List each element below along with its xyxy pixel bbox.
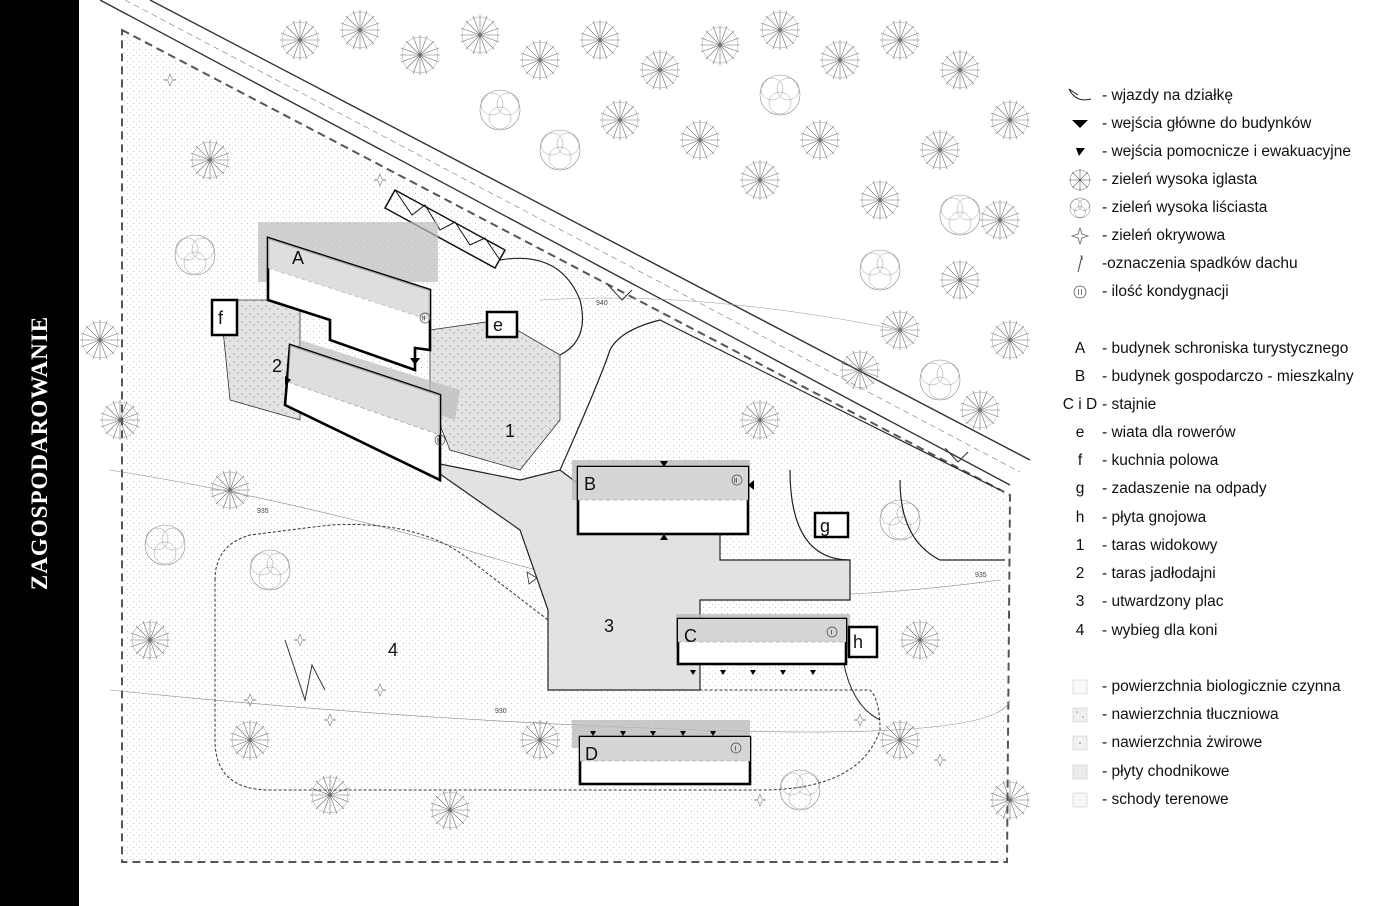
- legend-surface-crushed-stone: - nawierzchnia tłuczniowa: [1060, 704, 1279, 726]
- legend-key-3: 3- utwardzony plac: [1075, 593, 1224, 610]
- legend-key-cd: C i D- stajnie: [1062, 396, 1157, 413]
- svg-text:II: II: [422, 317, 426, 323]
- legend-key-4: 4- wybieg dla koni: [1075, 622, 1218, 639]
- site-plan: 940 935 935 930 A II II f e: [79, 0, 1031, 863]
- floor-count-icon: I: [826, 626, 838, 638]
- svg-text:I: I: [735, 747, 737, 753]
- floor-count-icon: II: [419, 312, 431, 324]
- legend-row-main-entrance: - wejścia główne do budynków: [1060, 113, 1311, 135]
- label-h: h: [853, 632, 863, 652]
- floor-count-icon: II: [434, 434, 446, 446]
- main-entrance-icon: [690, 670, 816, 675]
- label-building-c: C: [684, 626, 697, 646]
- building-a: [258, 222, 438, 372]
- legend-surface-gravel: - nawierzchnia żwirowe: [1060, 732, 1262, 754]
- paving-slab-swatch: [1060, 761, 1100, 783]
- conifer-tree-icon: [1060, 169, 1100, 191]
- label-building-a: A: [292, 248, 304, 268]
- building-b: [572, 460, 754, 540]
- label-area-1: 1: [505, 421, 515, 441]
- legend-row-deciduous: - zieleń wysoka liściasta: [1060, 197, 1267, 219]
- main-entrance-icon: [1060, 113, 1100, 135]
- building-c: [676, 614, 850, 675]
- terrain-stairs-swatch: [1060, 789, 1100, 811]
- contour-label-935b: 935: [975, 572, 987, 579]
- aux-entrance-icon: [1060, 141, 1100, 163]
- legend-key-e: e- wiata dla rowerów: [1075, 424, 1236, 441]
- legend-surface-stairs: - schody terenowe: [1060, 789, 1229, 811]
- gravel-swatch: [1060, 732, 1100, 754]
- legend-key-2: 2- taras jadłodajni: [1075, 565, 1216, 582]
- legend-row-conifer: - zieleń wysoka iglasta: [1060, 169, 1257, 191]
- deciduous-tree-icon: [1060, 197, 1100, 219]
- biological-surface-swatch: [1060, 676, 1100, 698]
- label-e: e: [493, 315, 503, 335]
- label-building-d: D: [585, 744, 598, 764]
- legend-key-g: g- zadaszenie na odpady: [1075, 480, 1267, 497]
- access-road: [559, 319, 1001, 491]
- label-f: f: [218, 308, 224, 328]
- crushed-stone-swatch: [1060, 704, 1100, 726]
- legend-row-floor-count: - ilość kondygnacji: [1060, 281, 1229, 303]
- contour-label-940: 940: [596, 300, 608, 307]
- legend-row-aux-entrance: - wejścia pomocnicze i ewakuacyjne: [1060, 141, 1351, 163]
- legend-key-a: A- budynek schroniska turystycznego: [1074, 340, 1349, 357]
- label-area-4: 4: [388, 640, 398, 660]
- legend-surface-biological: - powierzchnia biologicznie czynna: [1060, 676, 1341, 698]
- legend-row-ground-cover: - zieleń okrywowa: [1060, 225, 1225, 247]
- truss-structure: [383, 188, 507, 270]
- legend-key-f: f- kuchnia polowa: [1077, 452, 1219, 469]
- entry-arrow-icon: [526, 571, 538, 585]
- svg-text:II: II: [437, 439, 441, 445]
- side-title: ZAGOSPODAROWANIE: [27, 315, 52, 591]
- structure-h: [847, 625, 879, 659]
- floor-count-icon: II: [731, 474, 743, 486]
- ground-cover-icon: [1060, 225, 1100, 247]
- svg-text:II: II: [734, 479, 738, 485]
- entry-arrow-icon: [607, 284, 633, 301]
- label-area-2: 2: [272, 356, 282, 376]
- legend-surface-paving: - płyty chodnikowe: [1060, 761, 1230, 783]
- building-d: [572, 720, 752, 786]
- structure-f: [210, 298, 239, 337]
- legend-row-entry: - wjazdy na działkę: [1060, 85, 1233, 107]
- paddock-fence: [214, 523, 881, 791]
- roof-slope-icon: [1060, 253, 1100, 275]
- floor-count-icon: I: [730, 742, 742, 754]
- legend-row-roof-slope: -oznaczenia spadków dachu: [1060, 253, 1298, 275]
- legend-key-h: h- płyta gnojowa: [1075, 509, 1207, 526]
- paved-yard: [419, 459, 851, 691]
- entry-arrow-icon: [944, 447, 969, 463]
- contour-label-935a: 935: [257, 508, 269, 515]
- structure-g: [813, 511, 850, 539]
- structure-e: [485, 310, 519, 339]
- legend-key-b: B- budynek gospodarczo - mieszkalny: [1074, 368, 1354, 385]
- main-entrance-icon: [590, 731, 716, 736]
- road: [99, 0, 1011, 486]
- label-area-3: 3: [604, 616, 614, 636]
- label-g: g: [820, 516, 830, 536]
- side-title-bar: ZAGOSPODAROWANIE: [0, 0, 79, 906]
- building-a-wing: [283, 340, 460, 483]
- legend-key-1: 1- taras widokowy: [1075, 537, 1218, 554]
- label-building-b: B: [584, 474, 596, 494]
- legend: - wjazdy na działkę - wejścia główne do …: [1060, 0, 1400, 906]
- entry-arrow-icon: [1060, 85, 1100, 107]
- contour-label-930: 930: [495, 708, 507, 715]
- floor-count-icon: [1060, 281, 1100, 303]
- svg-text:I: I: [831, 631, 833, 637]
